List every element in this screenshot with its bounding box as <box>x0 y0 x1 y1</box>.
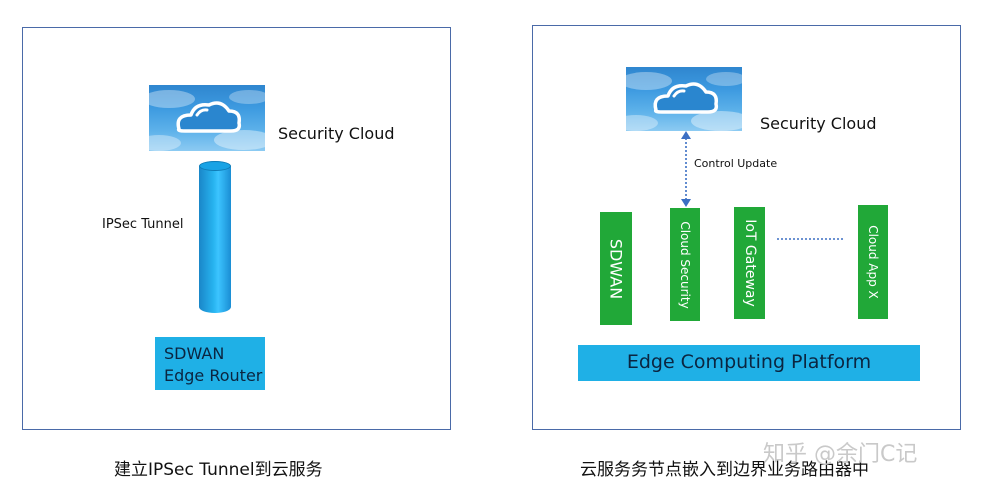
left-caption: 建立IPSec Tunnel到云服务 <box>114 460 323 480</box>
right-caption: 云服务务节点嵌入到边界业务路由器中 <box>580 460 869 480</box>
security-cloud-image-right <box>626 67 742 131</box>
security-cloud-label-right: Security Cloud <box>760 114 877 133</box>
edge-computing-platform-box: Edge Computing Platform <box>578 345 920 381</box>
app-label-iot-gateway: IoT Gateway <box>741 219 758 307</box>
platform-label: Edge Computing Platform <box>626 351 872 373</box>
control-update-label: Control Update <box>694 157 778 170</box>
ipsec-tunnel-cylinder <box>199 161 231 313</box>
control-update-arrow <box>681 131 691 207</box>
security-cloud-image-left <box>149 85 265 151</box>
app-label-cloud-security: Cloud Security <box>678 220 692 309</box>
more-apps-dotted-line <box>777 238 844 240</box>
router-line2: Edge Router <box>164 366 263 385</box>
ipsec-tunnel-label: IPSec Tunnel <box>102 217 184 232</box>
app-box-sdwan: SDWAN <box>600 212 632 325</box>
cloud-icon <box>626 72 742 131</box>
app-box-cloud-security: Cloud Security <box>670 208 700 321</box>
sdwan-edge-router-box: SDWAN Edge Router <box>155 337 265 390</box>
security-cloud-label-left: Security Cloud <box>278 124 395 143</box>
app-label-sdwan: SDWAN <box>606 238 626 299</box>
watermark: 知乎 @余门C记 <box>763 442 918 467</box>
cloud-icon <box>149 90 265 151</box>
app-box-cloud-app-x: Cloud App X <box>858 205 888 319</box>
app-box-iot-gateway: IoT Gateway <box>734 207 765 319</box>
router-line1: SDWAN <box>164 344 225 363</box>
app-label-cloud-app-x: Cloud App X <box>866 225 880 299</box>
